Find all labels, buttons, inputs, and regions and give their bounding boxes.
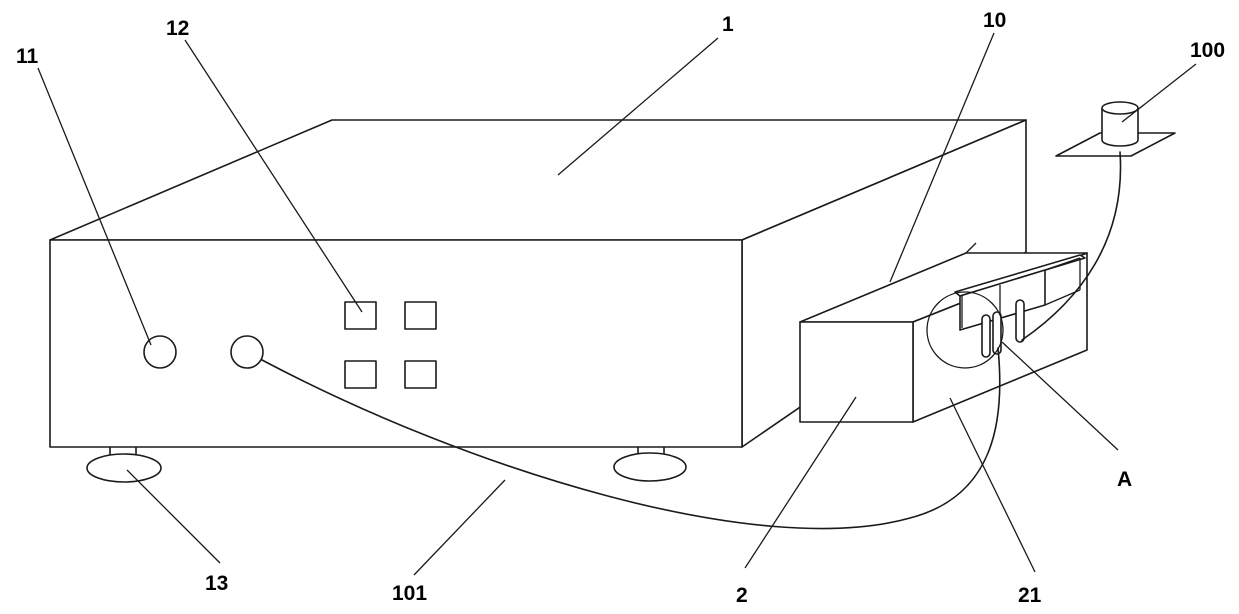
label-21: 21 — [1018, 584, 1042, 607]
clip-pin-1 — [982, 315, 990, 357]
label-2: 2 — [736, 584, 748, 607]
foot-right — [614, 445, 686, 481]
button-1 — [345, 302, 376, 329]
clip-pin-3 — [1016, 300, 1024, 342]
clip-pin-2 — [993, 312, 1001, 354]
port-cable — [231, 336, 263, 368]
foot-left — [87, 445, 161, 482]
label-100: 100 — [1190, 39, 1225, 62]
button-2 — [405, 302, 436, 329]
button-3 — [345, 361, 376, 388]
label-10: 10 — [983, 9, 1006, 32]
label-11: 11 — [16, 45, 39, 68]
label-12: 12 — [166, 17, 189, 40]
sensor-100 — [1056, 102, 1175, 156]
drawer-front-face — [800, 322, 913, 422]
label-101: 101 — [392, 582, 427, 605]
label-1: 1 — [722, 13, 734, 36]
label-13: 13 — [205, 572, 228, 595]
button-4 — [405, 361, 436, 388]
label-a: A — [1117, 468, 1132, 491]
